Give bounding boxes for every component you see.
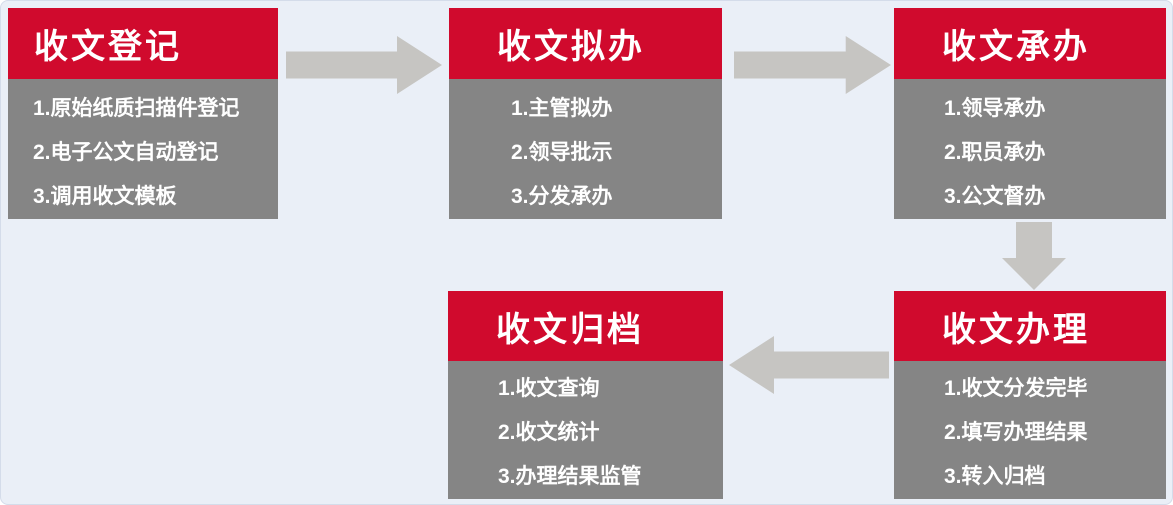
flow-box-receive-archiving: 收文归档 1.收文查询 2.收文统计 3.办理结果监管 (448, 291, 723, 499)
flow-box-item: 3.调用收文模板 (33, 185, 177, 208)
flow-box-item: 2.填写办理结果 (944, 421, 1088, 444)
flow-box-body: 1.收文查询 2.收文统计 3.办理结果监管 (448, 361, 723, 499)
flow-box-receive-proposal: 收文拟办 1.主管拟办 2.领导批示 3.分发承办 (449, 8, 722, 219)
flow-box-item: 2.电子公文自动登记 (33, 141, 219, 164)
arrow-right-icon (286, 35, 442, 95)
flow-box-title: 收文拟办 (449, 8, 722, 79)
flow-box-item: 2.领导批示 (511, 141, 613, 164)
flow-box-item: 3.转入归档 (944, 465, 1046, 488)
flow-box-receive-undertaking: 收文承办 1.领导承办 2.职员承办 3.公文督办 (894, 8, 1166, 219)
flow-box-item: 1.主管拟办 (511, 97, 613, 120)
flow-box-title: 收文登记 (8, 8, 278, 79)
flow-box-item: 2.收文统计 (498, 421, 600, 444)
flow-box-item: 1.收文分发完毕 (944, 377, 1088, 400)
flow-box-title: 收文承办 (894, 8, 1166, 79)
flow-box-body: 1.原始纸质扫描件登记 2.电子公文自动登记 3.调用收文模板 (8, 79, 278, 219)
flow-box-receive-processing: 收文办理 1.收文分发完毕 2.填写办理结果 3.转入归档 (894, 291, 1166, 499)
flow-box-item: 1.领导承办 (944, 97, 1046, 120)
flow-box-title: 收文归档 (448, 291, 723, 361)
flow-box-item: 3.公文督办 (944, 185, 1046, 208)
flow-box-item: 3.办理结果监管 (498, 465, 642, 488)
flow-box-body: 1.领导承办 2.职员承办 3.公文督办 (894, 79, 1166, 219)
flow-box-item: 1.原始纸质扫描件登记 (33, 97, 240, 120)
flow-box-item: 3.分发承办 (511, 185, 613, 208)
flow-box-body: 1.收文分发完毕 2.填写办理结果 3.转入归档 (894, 361, 1166, 499)
arrow-right-icon (734, 35, 891, 95)
flow-box-item: 2.职员承办 (944, 141, 1046, 164)
arrow-down-icon (1002, 222, 1066, 290)
flow-box-item: 1.收文查询 (498, 377, 600, 400)
flow-box-title: 收文办理 (894, 291, 1166, 361)
flow-box-receive-registration: 收文登记 1.原始纸质扫描件登记 2.电子公文自动登记 3.调用收文模板 (8, 8, 278, 219)
arrow-left-icon (729, 335, 889, 395)
flow-box-body: 1.主管拟办 2.领导批示 3.分发承办 (449, 79, 722, 219)
